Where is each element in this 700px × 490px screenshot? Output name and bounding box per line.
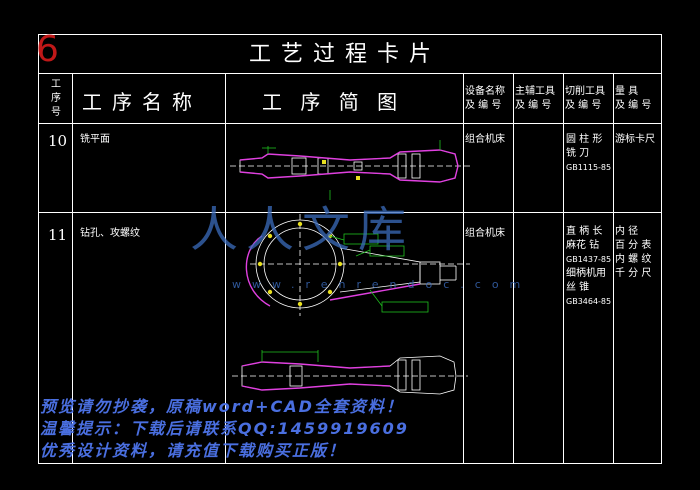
header-aux-tool: 主辅工具及 编 号 bbox=[515, 86, 555, 111]
promo-line-3: 优秀设计资料，请充值下载购买正版！ bbox=[40, 441, 347, 460]
header-step-no: 工序号 bbox=[51, 79, 61, 118]
watermark-logo: 人人文库 bbox=[190, 202, 415, 258]
col-divider-1 bbox=[72, 73, 73, 464]
row-11-equipment: 组合机床 bbox=[465, 228, 505, 239]
row-10-cut-tool: 圆 柱 形铣 刀 GB1115-85 bbox=[566, 134, 612, 172]
row-divider bbox=[38, 212, 662, 213]
col-divider-6 bbox=[613, 73, 614, 464]
watermark-url: www.renrendoc.com bbox=[232, 278, 532, 291]
page-number: 6 bbox=[36, 29, 59, 70]
title-divider bbox=[38, 73, 662, 74]
row-10-number: 10 bbox=[48, 132, 68, 150]
header-step-name: 工序名称 bbox=[82, 90, 202, 114]
row-10-measure: 游标卡尺 bbox=[615, 134, 655, 145]
card-title: 工艺过程卡片 bbox=[248, 42, 441, 67]
header-step-sketch: 工 序 简 图 bbox=[262, 90, 404, 114]
row-11-measure: 内 径百 分 表 内 螺 纹千 分 尺 bbox=[615, 226, 652, 279]
row-11-number: 11 bbox=[48, 226, 68, 244]
row-11-name: 钻孔、攻螺纹 bbox=[80, 228, 140, 239]
header-equipment: 设备名称及 编 号 bbox=[465, 86, 505, 111]
col-divider-3 bbox=[463, 73, 464, 464]
row-11-cut-tool: 直 柄 长麻花 钻 GB1437-85 细柄机用丝 锥 GB3464-85 bbox=[566, 226, 612, 306]
col-divider-5 bbox=[563, 73, 564, 464]
header-measure: 量 具及 编 号 bbox=[615, 86, 652, 111]
header-divider bbox=[38, 123, 662, 124]
row-10-name: 铣平面 bbox=[80, 134, 110, 145]
promo-line-2: 温馨提示：下载后请联系QQ:1459919609 bbox=[40, 419, 409, 438]
col-divider-2 bbox=[225, 73, 226, 464]
process-card-frame bbox=[38, 34, 662, 464]
promo-line-1: 预览请勿抄袭，原稿word+CAD全套资料！ bbox=[40, 397, 404, 416]
header-cut-tool: 切削工具及 编 号 bbox=[565, 86, 605, 111]
col-divider-4 bbox=[513, 73, 514, 464]
row-10-equipment: 组合机床 bbox=[465, 134, 505, 145]
